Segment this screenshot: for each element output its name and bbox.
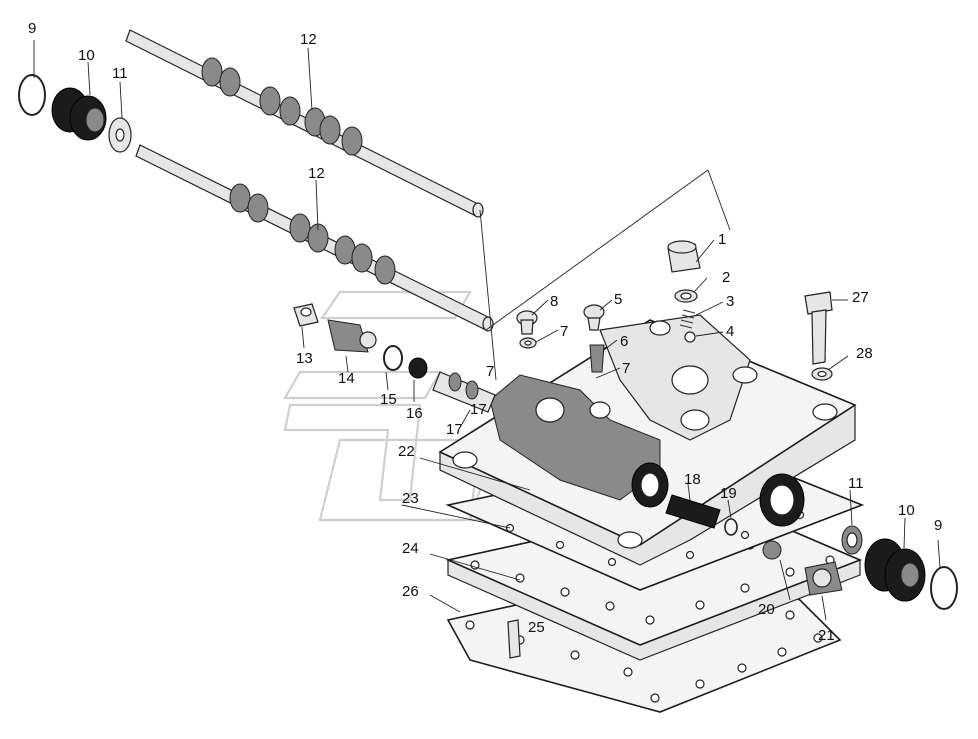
label-11-right: 11 [848, 475, 864, 492]
stud-25 [507, 619, 521, 659]
label-4: 4 [726, 323, 734, 340]
label-7-c: 7 [486, 363, 494, 380]
snap-ring-right [930, 566, 958, 610]
snap-ring-left [18, 74, 46, 116]
spool-17 [432, 371, 496, 413]
fitting-6 [589, 344, 605, 373]
bush-13 [293, 303, 319, 327]
label-26: 26 [402, 583, 419, 600]
label-5: 5 [614, 291, 622, 308]
bolt-5 [583, 304, 605, 331]
bolt-27 [804, 291, 833, 365]
label-14: 14 [338, 370, 355, 387]
label-9-right: 9 [934, 517, 942, 534]
label-17-a: 17 [446, 421, 463, 438]
ball-4 [684, 331, 696, 343]
label-15: 15 [380, 391, 397, 408]
label-10-left: 10 [78, 47, 95, 64]
label-23: 23 [402, 490, 419, 507]
label-12-lower: 12 [308, 165, 325, 182]
label-20: 20 [758, 601, 775, 618]
label-6: 6 [620, 333, 628, 350]
plug-14 [327, 319, 377, 353]
label-10-right: 10 [898, 502, 915, 519]
label-18: 18 [684, 471, 701, 488]
label-11-left: 11 [112, 65, 128, 82]
part-labels: 9 10 11 12 12 1 2 3 4 5 6 7 7 7 8 13 14 … [28, 20, 942, 644]
bearing-left [51, 87, 107, 141]
label-13: 13 [296, 350, 313, 367]
valve-shaft-upper [125, 29, 484, 218]
bolt-8 [516, 310, 538, 335]
bearing-right [864, 538, 926, 602]
label-16: 16 [406, 405, 423, 422]
washer-28 [811, 367, 833, 381]
label-21: 21 [818, 627, 835, 644]
label-12-upper: 12 [300, 31, 317, 48]
spring-16 [408, 357, 428, 379]
label-1: 1 [718, 231, 726, 248]
label-2: 2 [722, 269, 730, 286]
label-28: 28 [856, 345, 873, 362]
valve-body [438, 314, 863, 566]
o-ring-15 [383, 345, 403, 371]
label-9-left: 9 [28, 20, 36, 37]
label-19: 19 [720, 485, 737, 502]
washer-left [108, 117, 132, 153]
spring-3 [679, 309, 696, 329]
washer-2 [674, 289, 698, 303]
washer-7 [519, 337, 537, 349]
label-17-b: 17 [470, 401, 487, 418]
plug-1 [667, 240, 701, 273]
label-3: 3 [726, 293, 734, 310]
label-24: 24 [402, 540, 419, 557]
plug-20 [762, 540, 782, 560]
label-7-a: 7 [560, 323, 568, 340]
label-25: 25 [528, 619, 545, 636]
label-8: 8 [550, 293, 558, 310]
ring-19 [724, 518, 738, 536]
label-27: 27 [852, 289, 869, 306]
leader-lines [33, 40, 941, 621]
label-22: 22 [398, 443, 415, 460]
label-7-b: 7 [622, 360, 630, 377]
valve-18 [665, 494, 721, 529]
drain-21 [804, 561, 843, 596]
